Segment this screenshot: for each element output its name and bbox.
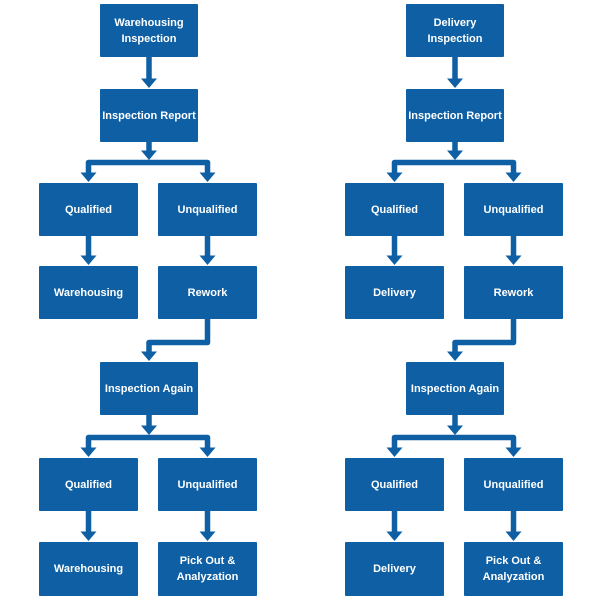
node-warehousing-1: Warehousing [39, 266, 138, 319]
connector-rework-to-inspection-again [141, 319, 211, 361]
flow-connectors-warehousing [80, 57, 216, 541]
connector-qualified2-down [80, 511, 97, 541]
node-unqualified-1: Unqualified [158, 183, 257, 236]
node-inspection-report: Inspection Report [406, 89, 504, 142]
node-inspection-report: Inspection Report [100, 89, 198, 142]
node-unqualified-1: Unqualified [464, 183, 563, 236]
node-qualified-1: Qualified [39, 183, 138, 236]
node-delivery-2: Delivery [345, 542, 444, 596]
connector-inspection-again-branch [80, 415, 216, 457]
node-pick-out-analyzation: Pick Out & Analyzation [158, 542, 257, 596]
node-inspection-again: Inspection Again [100, 362, 198, 415]
node-unqualified-2: Unqualified [158, 458, 257, 511]
connector-warehousing-inspection-to-inspection-report [141, 57, 157, 88]
node-delivery-1: Delivery [345, 266, 444, 319]
warehousing-inspection-flowchart: Warehousing Inspection Inspection Report… [0, 0, 294, 600]
connector-qualified1-down [80, 236, 97, 265]
node-unqualified-2: Unqualified [464, 458, 563, 511]
node-qualified-2: Qualified [39, 458, 138, 511]
delivery-inspection-flowchart: Delivery Inspection Inspection Report Qu… [306, 0, 600, 600]
node-rework: Rework [464, 266, 563, 319]
node-rework: Rework [158, 266, 257, 319]
node-warehousing-inspection: Warehousing Inspection [100, 4, 198, 57]
node-pick-out-analyzation: Pick Out & Analyzation [464, 542, 563, 596]
connector-unqualified2-to-pickout [199, 511, 216, 541]
connector-inspection-report-branch [80, 142, 216, 182]
node-warehousing-2: Warehousing [39, 542, 138, 596]
connector-unqualified1-to-rework [199, 236, 216, 265]
node-inspection-again: Inspection Again [406, 362, 504, 415]
node-qualified-1: Qualified [345, 183, 444, 236]
node-delivery-inspection: Delivery Inspection [406, 4, 504, 57]
node-qualified-2: Qualified [345, 458, 444, 511]
